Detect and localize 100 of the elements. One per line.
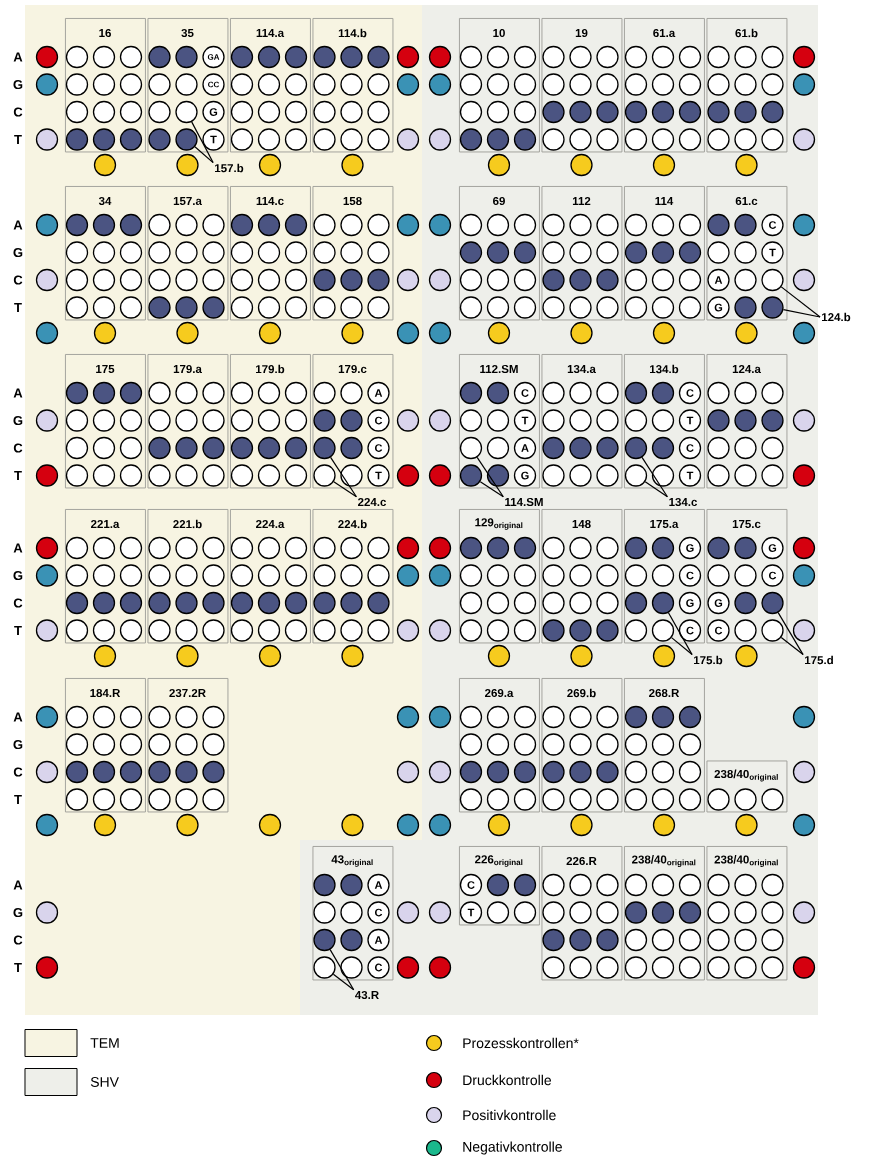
leader-line [330, 456, 357, 498]
probe-box: 129$_{original}$ [459, 509, 540, 644]
legend-label: Prozesskontrollen* [463, 1037, 579, 1049]
lettered-spot: C [761, 564, 784, 587]
probe-box: 114 [624, 186, 705, 321]
lettered-spot: G [707, 591, 730, 615]
callout-label: 175.b [694, 655, 723, 665]
leader-line [476, 456, 504, 498]
lettered-spot: C [367, 901, 390, 924]
lettered-spot: T [202, 128, 225, 151]
callout-label: 157.b [215, 163, 244, 173]
probe-box: 61.a [624, 18, 705, 153]
row-letter: T [14, 471, 22, 480]
row-letter: T [14, 303, 22, 312]
lettered-spot: C [678, 381, 702, 405]
row-letter: C [13, 598, 23, 608]
probe-box: 114.a [230, 18, 311, 153]
leader-line [667, 612, 693, 656]
legend-label: Positivkontrolle [463, 1109, 556, 1121]
probe-box: 269.b [541, 678, 623, 813]
probe-box: 19 [541, 18, 623, 153]
lettered-spot: C [513, 381, 537, 405]
probe-box: 238/40$_{original}$ [706, 846, 788, 981]
lettered-spot: G [678, 536, 702, 560]
lettered-spot: G [707, 296, 730, 319]
row-letter: A [13, 220, 23, 230]
leader-line [329, 949, 355, 991]
row-letter: G [13, 79, 23, 90]
lettered-spot: C [678, 564, 702, 587]
probe-box: 179.a [147, 354, 229, 489]
probe-box: 114.b [312, 18, 394, 153]
row-letter: C [13, 107, 23, 117]
row-letter: T [14, 626, 22, 635]
leader-line [194, 146, 214, 164]
callout-label: 224.c [358, 497, 387, 507]
lettered-spot: T [678, 464, 702, 487]
lettered-spot: GA [202, 45, 225, 69]
lettered-spot: CC [202, 73, 225, 96]
row-letter: G [13, 247, 23, 258]
leader-line [780, 286, 821, 318]
probe-box: 179.b [230, 354, 311, 489]
probe-box: 237.2R [147, 678, 229, 813]
row-letter: A [13, 52, 23, 62]
row-letter: G [13, 415, 23, 426]
lettered-spot: C [678, 436, 702, 460]
lettered-spot: G [513, 464, 537, 487]
probe-box: 175 [65, 354, 146, 489]
row-letter: T [14, 795, 22, 804]
lettered-spot: C [678, 619, 702, 642]
probe-box: 114.c [230, 186, 311, 321]
leader-line [780, 636, 804, 656]
leader-line [332, 973, 355, 991]
lettered-spot: C [367, 956, 390, 979]
leader-line [782, 309, 821, 318]
probe-box: 184.R [65, 678, 146, 813]
lettered-spot: T [459, 901, 483, 924]
probe-box: 158 [312, 186, 394, 321]
callout-label: 114.SM [505, 497, 543, 507]
row-letter: G [13, 570, 23, 581]
probe-box: 69 [459, 186, 540, 321]
lettered-spot: A [707, 268, 730, 292]
legend-label: Druckkontrolle [463, 1074, 552, 1086]
lettered-spot: T [678, 409, 702, 432]
probe-box: 221.b [147, 509, 229, 644]
lettered-spot: C [707, 619, 730, 642]
lettered-spot: C [459, 873, 483, 897]
probe-box: 238/40$_{original}$ [624, 846, 705, 981]
row-letter: C [13, 767, 23, 777]
row-letter: A [13, 543, 23, 553]
lettered-spot: T [761, 241, 784, 264]
probe-box: 134.a [541, 354, 623, 489]
row-letter: A [13, 880, 23, 890]
probe-box: 16 [65, 18, 146, 153]
leader-line [777, 612, 804, 656]
probe-box: 221.a [65, 509, 146, 644]
probe-box: 269.a [459, 678, 540, 813]
leader-line [191, 121, 214, 164]
lettered-spot: C [761, 213, 784, 237]
leader-line [644, 481, 668, 498]
lettered-spot: A [367, 381, 390, 405]
probe-box: 34 [65, 186, 146, 321]
callout-label: 43.R [355, 990, 379, 1000]
row-letter: C [13, 935, 23, 945]
lettered-spot: G [202, 100, 225, 124]
probe-box: 61.b [706, 18, 788, 153]
lettered-spot: G [678, 591, 702, 615]
lettered-spot: T [367, 464, 390, 487]
row-letter: T [14, 963, 22, 972]
probe-box: 112 [541, 186, 623, 321]
lettered-spot: G [761, 536, 784, 560]
callout-label: 124.b [822, 312, 851, 322]
probe-box: 268.R [624, 678, 705, 813]
row-letter: C [13, 275, 23, 285]
probe-box: 226.R [541, 846, 623, 981]
leader-line [671, 637, 693, 656]
legend-label: Negativkontrolle [463, 1141, 562, 1155]
leader-line [333, 481, 357, 498]
probe-box: 124.a [706, 354, 788, 489]
row-letter: A [13, 712, 23, 722]
row-letter: G [13, 739, 23, 750]
